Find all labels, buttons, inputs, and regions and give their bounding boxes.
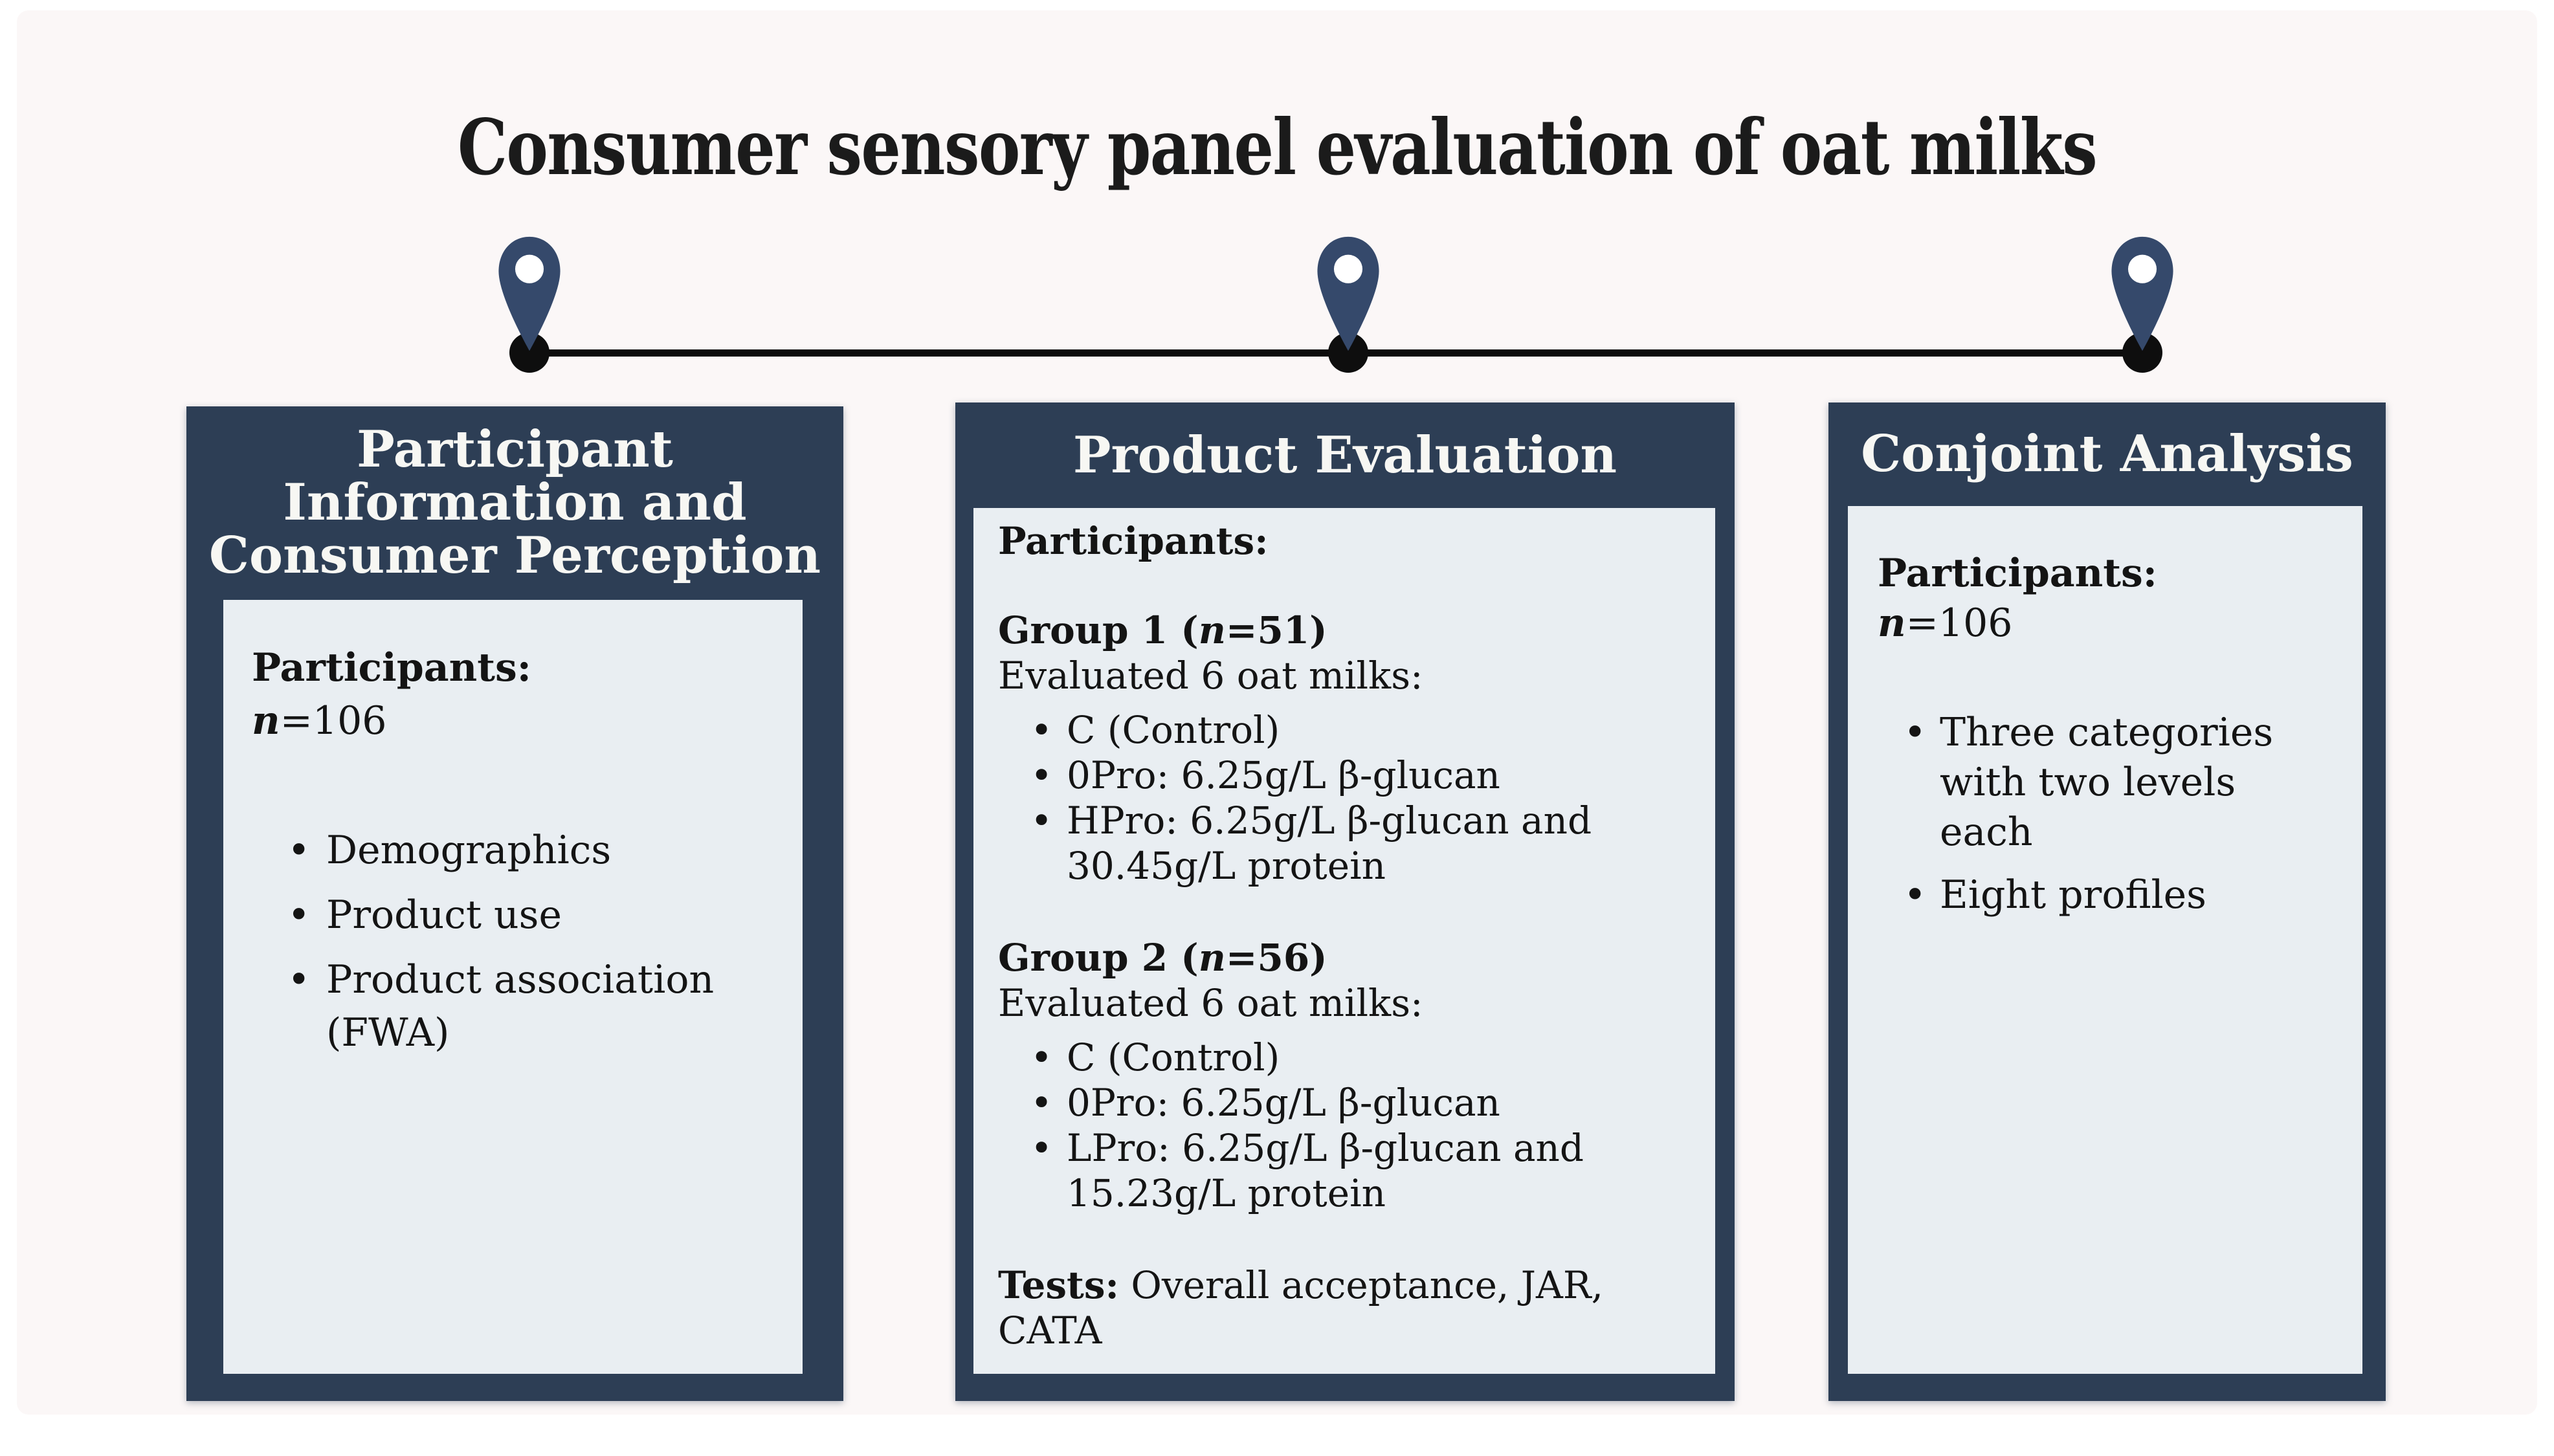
participants-count: n=106 [1878,601,2013,646]
participants-label: Participants: [998,519,1269,563]
group2-intro: Evaluated 6 oat milks: [998,981,1423,1025]
list-item: Product use [252,888,753,942]
list-item: HPro: 6.25g/L β-glucan and 30.45g/L prot… [998,798,1679,888]
list-item: LPro: 6.25g/L β-glucan and 15.23g/L prot… [998,1125,1679,1216]
panel-product-evaluation: Product Evaluation Participants: Group 1… [955,403,1735,1401]
panel-participant-information: Participant Information and Consumer Per… [186,406,843,1401]
figure-title: Consumer sensory panel evaluation of oat… [457,102,2098,192]
panel-title: Conjoint Analysis [1861,425,2353,483]
list-item: Eight profiles [1878,870,2289,920]
tests-line: Tests: Overall acceptance, JAR, CATA [998,1263,1652,1353]
group1-intro: Evaluated 6 oat milks: [998,654,1423,698]
list-item: Three categories with two levels each [1878,708,2289,857]
group1-bullet-list: C (Control) 0Pro: 6.25g/L β-glucan HPro:… [998,707,1679,888]
bullet-list: Demographics Product use Product associa… [252,824,779,1059]
list-item: 0Pro: 6.25g/L β-glucan [998,753,1679,798]
list-item: 0Pro: 6.25g/L β-glucan [998,1080,1679,1125]
panel-body: Participants: n=106 Demographics Product… [223,600,803,1374]
panel-title: Product Evaluation [1072,426,1617,485]
list-item: Product association (FWA) [252,953,753,1059]
panel-title: Participant Information and Consumer Per… [208,420,821,585]
panel-body: Participants: n=106 Three categories wit… [1848,506,2362,1374]
panel-conjoint-analysis: Conjoint Analysis Participants: n=106 Th… [1828,403,2386,1401]
tests-label: Tests: [998,1263,1119,1307]
map-pin-icon [2111,236,2173,351]
group2-title: Group 2 (n=56) [998,936,1327,980]
list-item: C (Control) [998,707,1679,753]
group1-title: Group 1 (n=51) [998,608,1327,652]
participants-label: Participants: [1878,551,2157,596]
map-pin-icon [1317,236,1379,351]
panel-body: Participants: Group 1 (n=51) Evaluated 6… [973,508,1715,1374]
list-item: C (Control) [998,1035,1679,1080]
group2-bullet-list: C (Control) 0Pro: 6.25g/L β-glucan LPro:… [998,1035,1679,1216]
list-item: Demographics [252,824,753,877]
map-pin-icon [498,236,561,351]
tests-value: Overall acceptance, JAR, CATA [998,1263,1604,1352]
participants-count: n=106 [252,698,387,744]
bullet-list: Three categories with two levels each Ei… [1878,708,2339,920]
participants-label: Participants: [252,645,531,690]
